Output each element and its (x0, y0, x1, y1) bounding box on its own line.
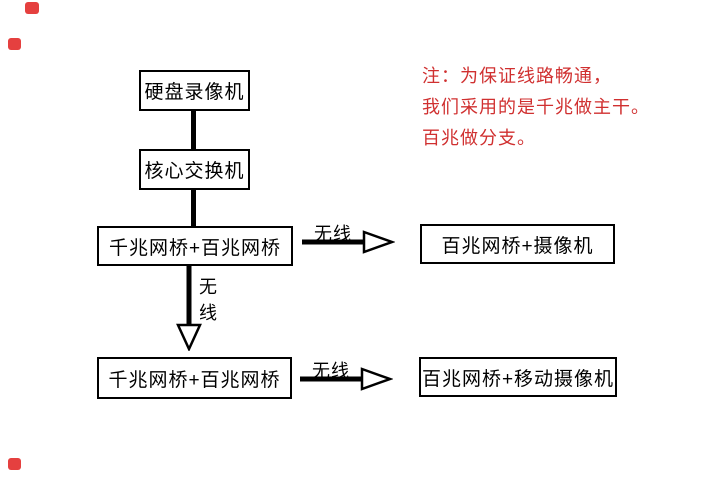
red-marker-icon (8, 38, 21, 50)
node-mobile-camera: 百兆网桥+移动摄像机 (419, 357, 617, 397)
edge-label-wireless: 无线 (314, 224, 352, 244)
note-text: 注：为保证线路畅通， 我们采用的是千兆做主干。 百兆做分支。 (422, 61, 650, 154)
red-marker-icon (8, 458, 21, 470)
node-dvr: 硬盘录像机 (139, 70, 250, 111)
note-line: 注：为保证线路畅通， (422, 66, 612, 86)
edge-label-wireless: 无线 (312, 361, 350, 381)
edge-label-wireless-vertical: 无 (199, 277, 218, 297)
node-bridge-top: 千兆网桥+百兆网桥 (97, 226, 293, 266)
connector-line (191, 189, 196, 227)
node-core-switch: 核心交换机 (139, 149, 250, 190)
connector-line (191, 110, 196, 150)
arrow-down-icon (176, 265, 202, 353)
arrow-right-icon (298, 366, 394, 392)
arrow-right-icon (300, 229, 396, 255)
red-marker-icon (25, 2, 39, 14)
edge-label-wireless-vertical: 线 (199, 303, 218, 323)
node-bridge-bottom: 千兆网桥+百兆网桥 (97, 357, 292, 399)
note-line: 百兆做分支。 (422, 128, 536, 148)
note-line: 我们采用的是千兆做主干。 (422, 97, 650, 117)
node-camera: 百兆网桥+摄像机 (420, 224, 615, 264)
